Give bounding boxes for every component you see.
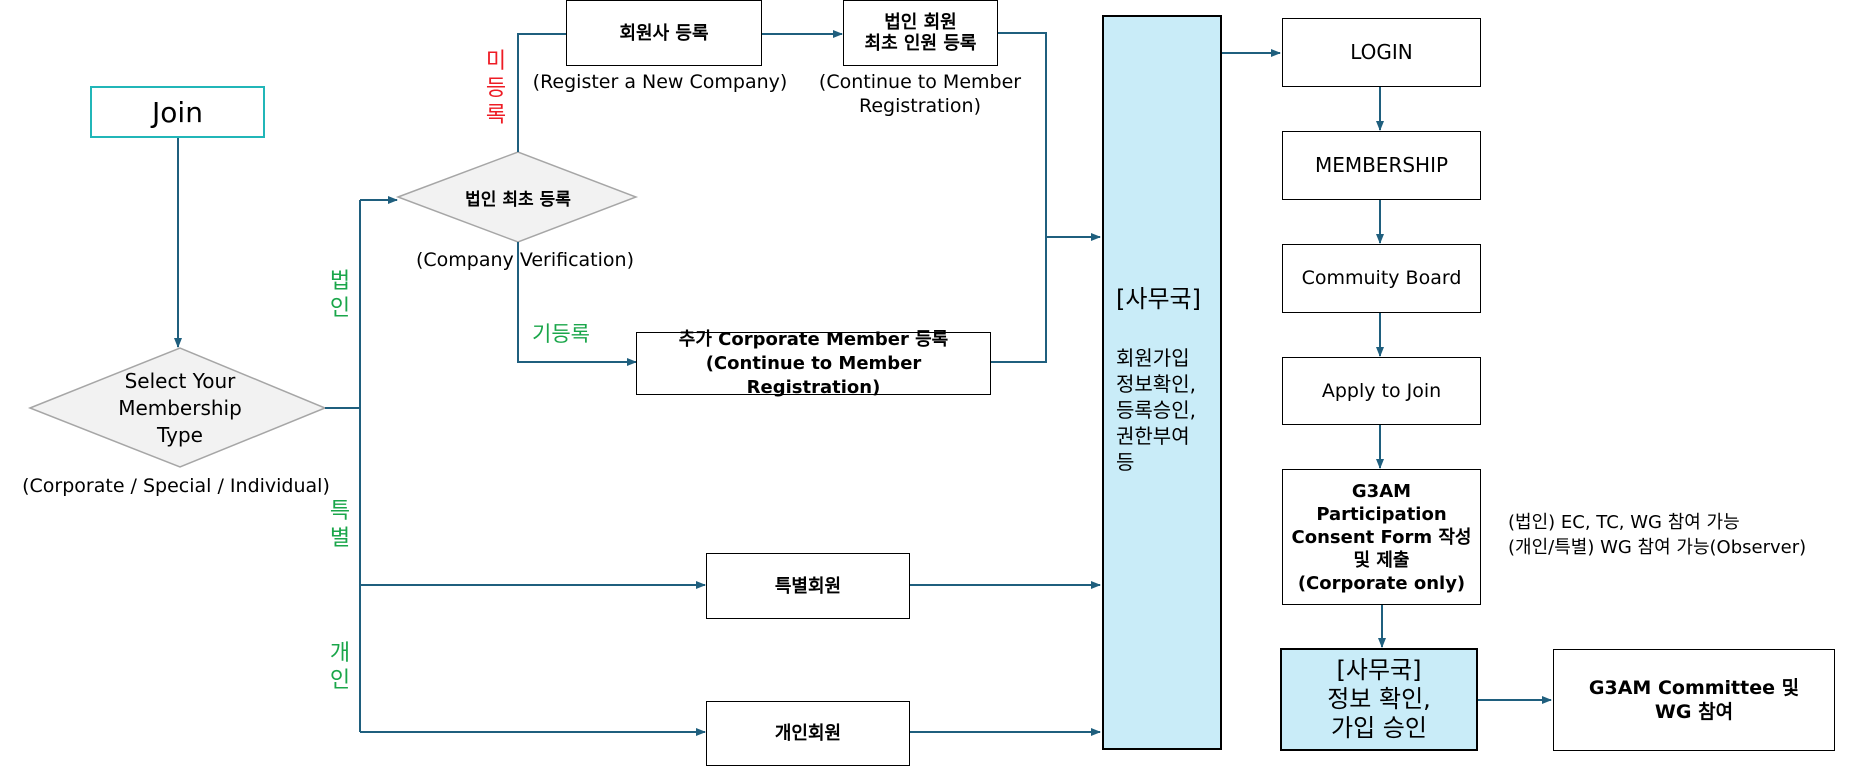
branch-label-special: 특 별	[329, 499, 351, 551]
first-member-box: 법인 회원 최초 인원 등록	[843, 0, 998, 66]
apply-to-join-box: Apply to Join	[1282, 357, 1481, 425]
add-member-box: 추가 Corporate Member 등록 (Continue to Memb…	[636, 329, 991, 398]
branch-label-individual: 개 인	[329, 641, 351, 693]
connector-unregistered	[517, 33, 566, 152]
membership-type-caption: (Corporate / Special / Individual)	[22, 475, 330, 497]
unregistered-label: 미 등 록	[485, 49, 507, 128]
company-verification-diamond	[395, 151, 639, 243]
consent-form-box: G3AM Participation Consent Form 작성 및 제출 …	[1282, 469, 1481, 605]
branch-label-corporate: 법 인	[329, 269, 351, 321]
join-box: Join	[90, 86, 265, 138]
membership-type-title: Select Your Membership Type	[118, 368, 242, 447]
secretariat-title: [사무국]	[1116, 285, 1201, 313]
special-member-box: 특별회원	[706, 553, 910, 619]
connector-first-to-merge	[998, 32, 1047, 237]
company-verification-caption: (Company Verification)	[415, 249, 634, 271]
secretariat-description: 회원가입 정보확인, 등록승인, 권한부여 등	[1116, 346, 1196, 474]
login-box: LOGIN	[1282, 18, 1481, 87]
company-verification-title: 법인 최초 등록	[465, 189, 571, 210]
community-board-box: Commuity Board	[1282, 244, 1481, 313]
membership-box: MEMBERSHIP	[1282, 131, 1481, 200]
approval-box: [사무국] 정보 확인, 가입 승인	[1280, 648, 1478, 751]
register-company-box: 회원사 등록	[566, 0, 762, 66]
individual-member-box: 개인회원	[706, 701, 910, 766]
registered-label: 기등록	[532, 322, 590, 346]
secretariat-box	[1102, 15, 1222, 750]
connector-add-to-merge	[991, 237, 1047, 363]
connector-registered	[517, 242, 637, 366]
participation-note: (법인) EC, TC, WG 참여 가능 (개인/특별) WG 참여 가능(O…	[1508, 512, 1807, 558]
register-company-caption: (Register a New Company)	[532, 71, 788, 93]
first-member-caption: (Continue to Member Registration)	[818, 71, 1022, 117]
committee-box: G3AM Committee 및 WG 참여	[1553, 649, 1835, 751]
